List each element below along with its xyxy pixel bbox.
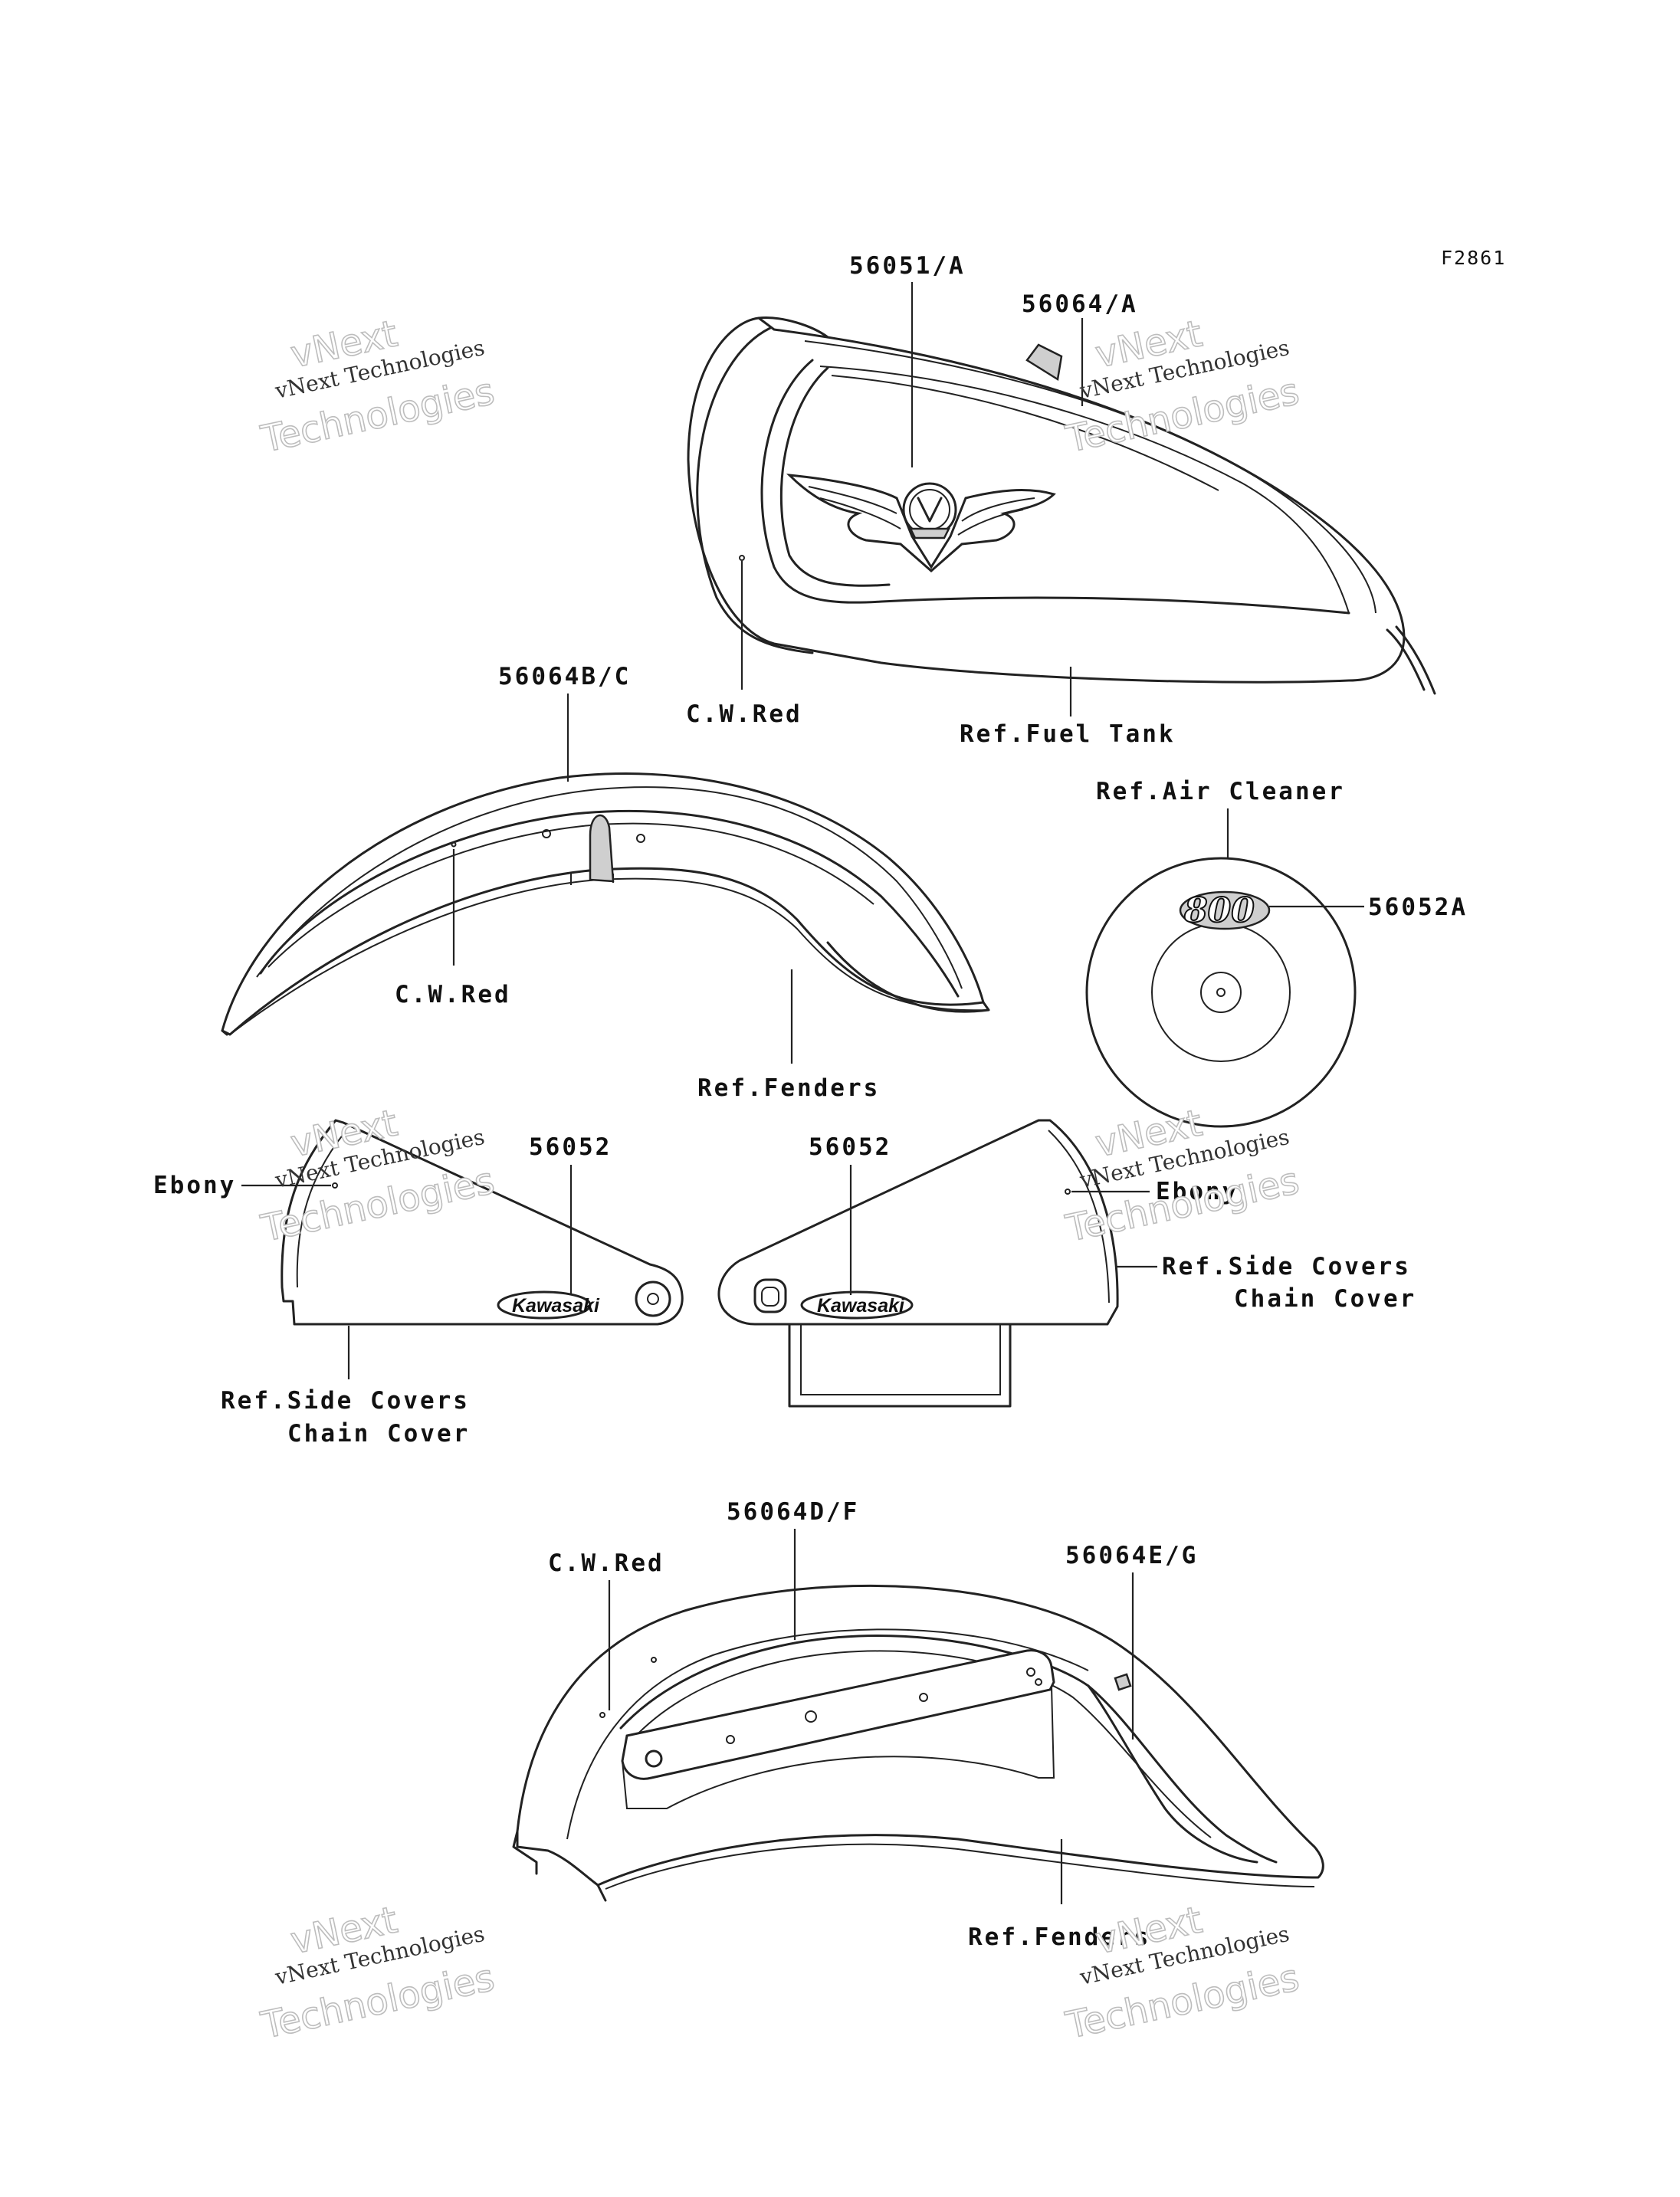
label-56064e-g: 56064E/G <box>1065 1542 1198 1569</box>
label-56051-a: 56051/A <box>849 252 966 280</box>
label-ref-fenders-rear: Ref.Fenders <box>968 1923 1150 1951</box>
label-ref-fuel-tank: Ref.Fuel Tank <box>960 720 1176 748</box>
kawasaki-decal-left <box>497 1290 592 1320</box>
watermark-top-left: vNext vNext Technologies Technologies <box>257 312 499 462</box>
v-wing-emblem <box>786 474 1056 572</box>
watermark-bottom-right: vNext vNext Technologies Technologies <box>1061 1898 1304 2048</box>
label-56052-right: 56052 <box>809 1133 891 1161</box>
label-chain-cover-left: Chain Cover <box>287 1420 470 1448</box>
watermark-top-right: vNext vNext Technologies Technologies <box>1061 312 1304 462</box>
brand-right: Kawasaki <box>817 1295 905 1317</box>
label-cw-red-tank: C.W.Red <box>686 700 802 728</box>
brand-left: Kawasaki <box>512 1295 600 1317</box>
watermark-bottom-left: vNext vNext Technologies Technologies <box>257 1898 499 2048</box>
rear-fender-drawing <box>512 1584 1324 1902</box>
air-cleaner-drawing: 800 <box>1085 857 1357 1128</box>
figure-code: F2861 <box>1441 247 1506 269</box>
right-side-cover-drawing: Kawasaki <box>717 1119 1119 1408</box>
air-cleaner-number: 800 <box>1183 891 1255 930</box>
label-cw-red-rear-fender: C.W.Red <box>548 1549 664 1577</box>
keyhole-cutout <box>753 1278 787 1313</box>
label-ref-fenders-front: Ref.Fenders <box>697 1074 880 1102</box>
left-side-cover-drawing: Kawasaki <box>281 1119 684 1326</box>
fuel-tank-drawing <box>687 316 1436 695</box>
800-decal <box>1179 890 1271 930</box>
label-56064-a: 56064/A <box>1022 290 1138 318</box>
label-ref-side-covers-right: Ref.Side Covers <box>1162 1253 1411 1280</box>
label-ref-side-covers-left: Ref.Side Covers <box>221 1387 470 1415</box>
label-chain-cover-right: Chain Cover <box>1234 1285 1416 1313</box>
label-ebony-right: Ebony <box>1156 1178 1239 1205</box>
label-56052a: 56052A <box>1368 894 1468 921</box>
label-56064b-c: 56064B/C <box>498 663 631 690</box>
watermark-mid-right: vNext vNext Technologies Technologies <box>1061 1101 1304 1251</box>
label-56064d-f: 56064D/F <box>727 1498 859 1526</box>
watermark-mid-left: vNext vNext Technologies Technologies <box>257 1101 499 1251</box>
label-cw-red-front-fender: C.W.Red <box>395 981 511 1008</box>
label-ebony-left: Ebony <box>153 1172 236 1199</box>
front-fender-drawing <box>221 772 990 1036</box>
label-56052-left: 56052 <box>529 1133 612 1161</box>
kawasaki-decal-right <box>800 1290 914 1320</box>
label-ref-air-cleaner: Ref.Air Cleaner <box>1096 778 1345 805</box>
